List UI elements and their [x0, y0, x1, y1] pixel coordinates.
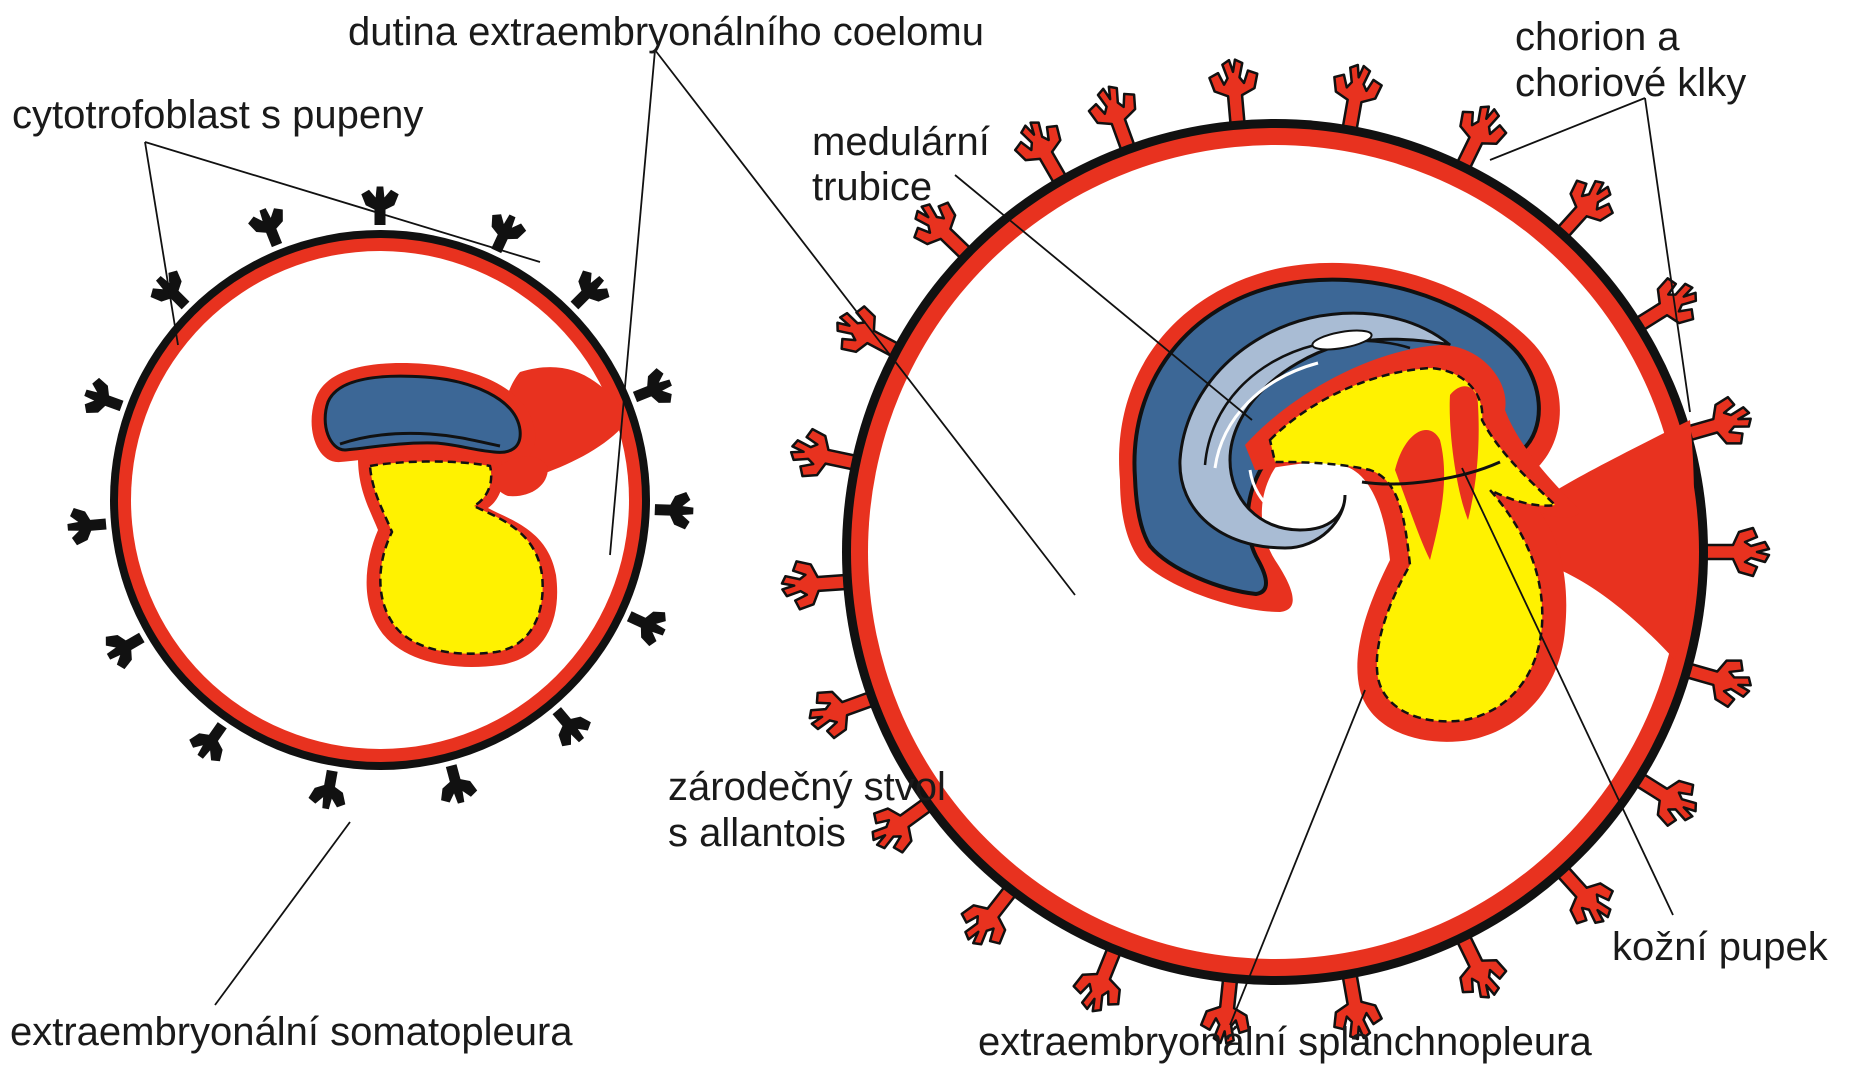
- label-umbilicus: kožní pupek: [1612, 925, 1829, 969]
- label-neural-line2: trubice: [812, 165, 932, 209]
- label-chorion-line1: chorion a: [1515, 15, 1680, 59]
- label-splanchnopleura: extraembryonální splanchnopleura: [978, 1020, 1592, 1064]
- label-stalk-line2: s allantois: [668, 811, 846, 855]
- label-neural-line1: medulární: [812, 120, 990, 164]
- label-chorion-line2: choriové klky: [1515, 61, 1746, 105]
- label-coelom-cavity: dutina extraembryonálního coelomu: [348, 10, 984, 54]
- label-cytotrophoblast: cytotrofoblast s pupeny: [12, 93, 423, 137]
- left-embryo: [66, 187, 694, 812]
- label-somatopleura: extraembryonální somatopleura: [10, 1010, 573, 1054]
- label-stalk-line1: zárodečný stvol: [668, 765, 946, 809]
